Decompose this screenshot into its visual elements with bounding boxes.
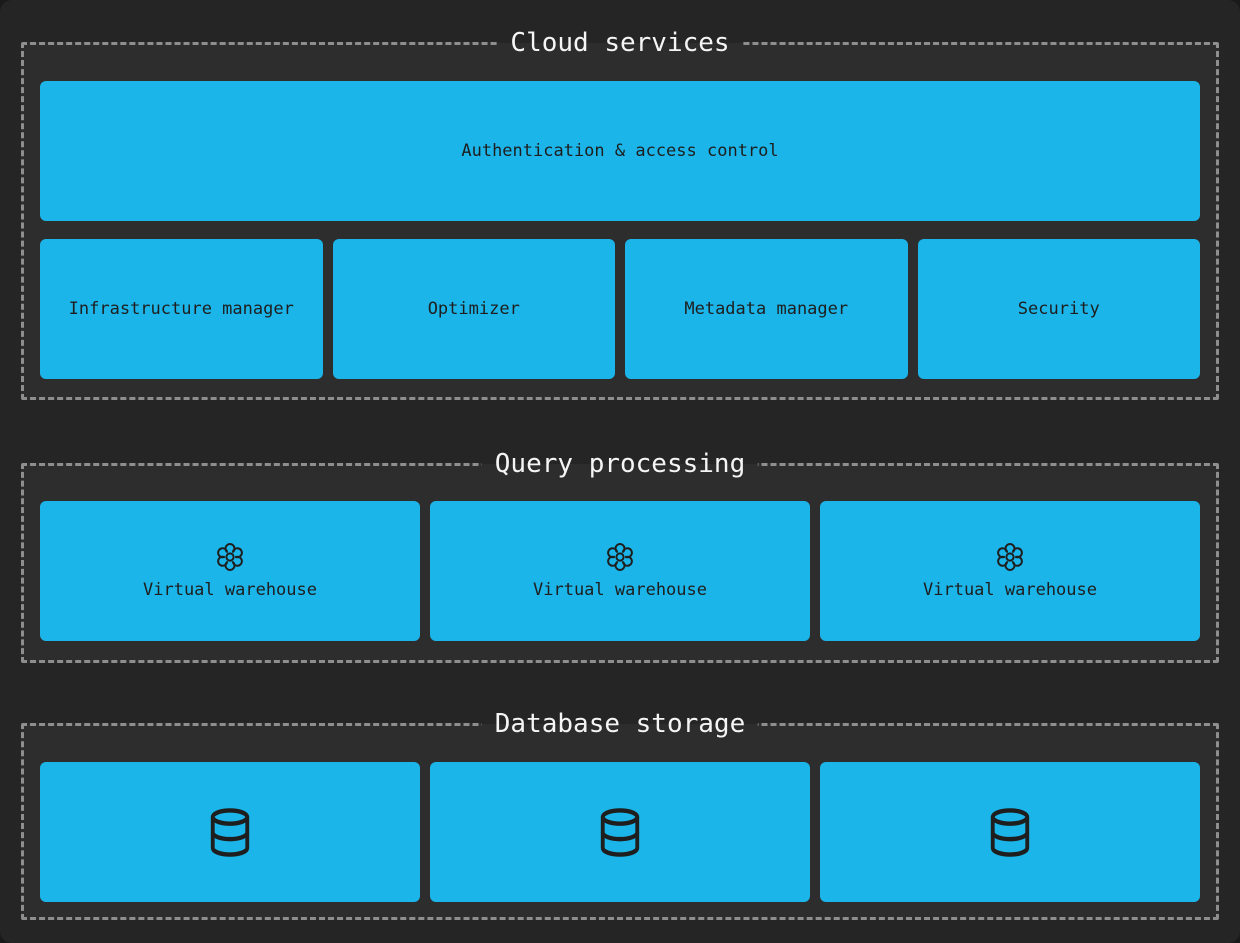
section-cloud-services: Cloud services Authentication & access c… [21, 25, 1219, 400]
database-box [430, 762, 810, 902]
gear-icon [606, 542, 634, 571]
gear-icon [216, 542, 244, 571]
section-title-database-storage: Database storage [481, 706, 759, 742]
virtual-warehouse-box: Virtual warehouse [40, 501, 420, 641]
optimizer-box: Optimizer [332, 239, 615, 379]
database-icon [207, 806, 253, 859]
database-icon [597, 806, 643, 859]
metadata-manager-label: Metadata manager [684, 299, 849, 319]
auth-access-control-label: Authentication & access control [461, 141, 779, 161]
virtual-warehouse-label: Virtual warehouse [143, 579, 317, 600]
section-query-processing: Query processing Virtual warehouse [21, 446, 1219, 663]
virtual-warehouse-label: Virtual warehouse [533, 579, 707, 600]
database-box [40, 762, 420, 902]
query-processing-row: Virtual warehouse Virtual warehouse [40, 501, 1200, 641]
section-database-storage: Database storage [21, 706, 1219, 920]
virtual-warehouse-box: Virtual warehouse [430, 501, 810, 641]
database-box [820, 762, 1200, 902]
section-title-cloud-services: Cloud services [497, 25, 743, 61]
virtual-warehouse-label: Virtual warehouse [923, 579, 1097, 600]
security-label: Security [1017, 299, 1100, 319]
infrastructure-manager-box: Infrastructure manager [40, 239, 323, 379]
infrastructure-manager-label: Infrastructure manager [68, 299, 294, 319]
virtual-warehouse-box: Virtual warehouse [820, 501, 1200, 641]
security-box: Security [917, 239, 1200, 379]
auth-access-control-box: Authentication & access control [40, 81, 1200, 221]
section-title-query-processing: Query processing [481, 446, 759, 482]
database-icon [987, 806, 1033, 859]
optimizer-label: Optimizer [427, 299, 520, 319]
gear-icon [996, 542, 1024, 571]
metadata-manager-box: Metadata manager [625, 239, 908, 379]
database-storage-row [40, 762, 1200, 902]
cloud-services-row: Infrastructure manager Optimizer Metadat… [40, 239, 1200, 379]
